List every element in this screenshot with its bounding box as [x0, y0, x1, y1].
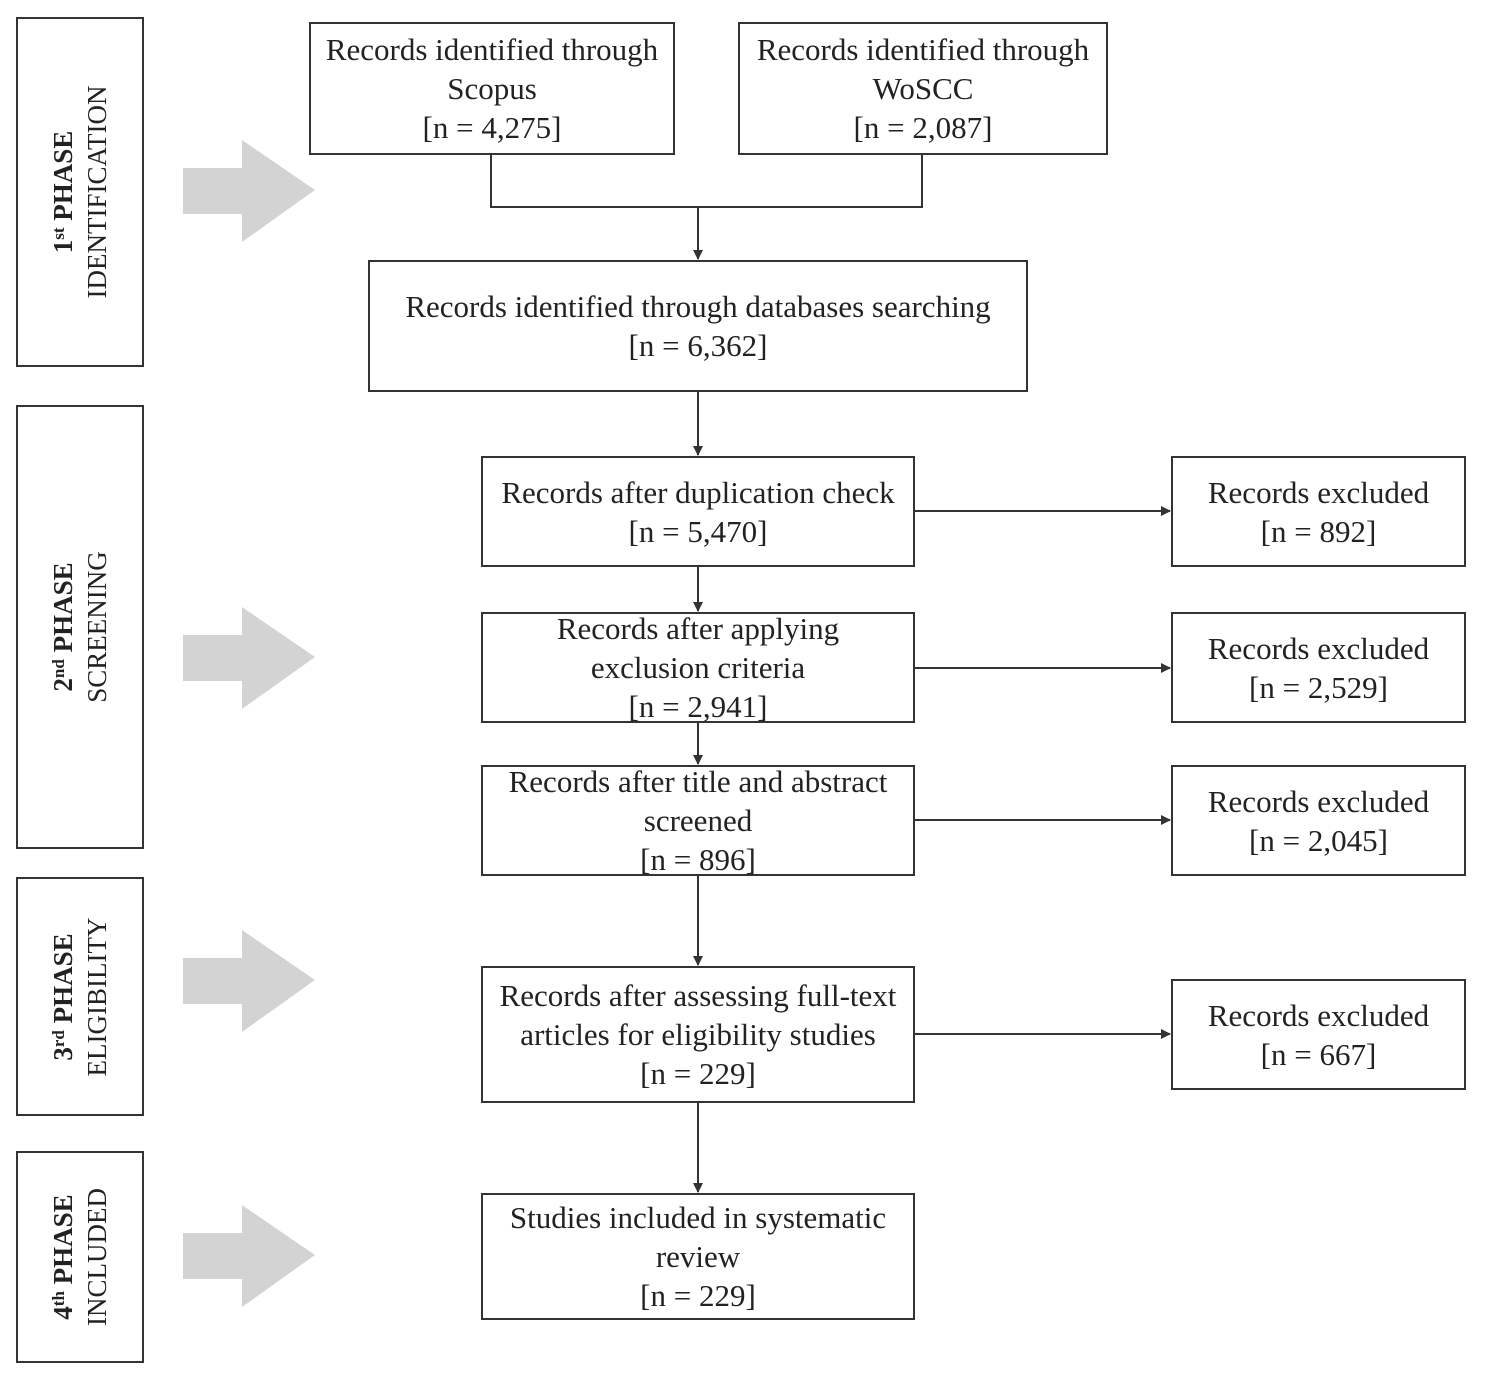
box-text-line: Records after applying	[556, 611, 840, 646]
box-text-line: Records after duplication check	[501, 474, 895, 510]
phase-2-name: SCREENING	[82, 551, 112, 703]
merge-connector	[490, 155, 923, 208]
phase-4-word: PHASE	[48, 1194, 78, 1285]
fulltext-box: Records after assessing full-text articl…	[481, 966, 915, 1103]
box-text-line: Records identified through	[325, 32, 659, 67]
woscc-box: Records identified through WoSCC [n = 2,…	[738, 22, 1108, 155]
box-text-line: exclusion criteria	[590, 650, 806, 685]
box-count: [n = 2,941]	[628, 689, 768, 724]
box-text-line: articles for eligibility studies	[520, 1017, 876, 1052]
phase-2-ordinal: nd	[49, 659, 68, 679]
box-count: [n = 2,087]	[853, 110, 993, 145]
box-text-line: Records identified through databases sea…	[405, 289, 991, 324]
phase-3-number: 3	[48, 1046, 78, 1061]
box-text-line: WoSCC	[872, 71, 974, 106]
phase-2-word: PHASE	[48, 562, 78, 653]
box-text-line: Studies included in systematic	[509, 1200, 887, 1235]
phase-4-ordinal: th	[49, 1291, 68, 1307]
phase-3-name: ELIGIBILITY	[82, 917, 112, 1076]
box-text-line: Records identified through	[756, 32, 1090, 67]
box-count: [n = 6,362]	[628, 328, 768, 363]
box-count: [n = 896]	[640, 842, 756, 877]
included-box: Studies included in systematic review [n…	[481, 1193, 915, 1320]
phase-1-word: PHASE	[48, 130, 78, 221]
box-count: [n = 892]	[1260, 513, 1377, 549]
box-count: [n = 2,529]	[1249, 669, 1388, 705]
box-count: [n = 229]	[640, 1278, 756, 1313]
box-text-line: Records after title and abstract	[508, 764, 888, 799]
phase-3-word: PHASE	[48, 932, 78, 1023]
excluded-box-2: Records excluded [n = 2,529]	[1171, 612, 1466, 723]
phase-4-number: 4	[48, 1306, 78, 1320]
databases-box: Records identified through databases sea…	[368, 260, 1028, 392]
excluded-box-3: Records excluded [n = 2,045]	[1171, 765, 1466, 876]
phase-1-number: 1	[48, 239, 78, 254]
phase-arrow-1	[183, 140, 315, 242]
phase-arrow-4	[183, 1205, 315, 1307]
box-text-line: Records after assessing full-text	[499, 978, 897, 1013]
phase-4-name: INCLUDED	[82, 1188, 112, 1326]
scopus-box: Records identified through Scopus [n = 4…	[309, 22, 675, 155]
box-count: [n = 5,470]	[628, 513, 768, 549]
box-count: [n = 667]	[1260, 1036, 1377, 1072]
phase-1-ordinal: st	[49, 227, 68, 240]
box-text-line: Records excluded	[1207, 997, 1430, 1033]
phase-arrow-3	[183, 930, 315, 1032]
phase-2-box: 2nd PHASE SCREENING	[16, 405, 144, 849]
box-text-line: Records excluded	[1207, 630, 1430, 666]
exclusion-criteria-box: Records after applying exclusion criteri…	[481, 611, 915, 724]
box-text-line: Records excluded	[1207, 783, 1430, 819]
phase-4-box: 4th PHASE INCLUDED	[16, 1151, 144, 1363]
phase-3-ordinal: rd	[49, 1029, 68, 1047]
box-text-line: screened	[643, 803, 753, 838]
phase-arrow-2	[183, 607, 315, 709]
box-count: [n = 4,275]	[422, 110, 562, 145]
box-text-line: Scopus	[447, 71, 537, 106]
phase-3-box: 3rd PHASE ELIGIBILITY	[16, 877, 144, 1116]
phase-1-box: 1st PHASE IDENTIFICATION	[16, 17, 144, 367]
excluded-box-1: Records excluded [n = 892]	[1171, 456, 1466, 567]
box-count: [n = 229]	[640, 1056, 756, 1091]
box-text-line: review	[655, 1239, 741, 1274]
box-text-line: Records excluded	[1207, 474, 1430, 510]
excluded-box-4: Records excluded [n = 667]	[1171, 979, 1466, 1090]
phase-2-number: 2	[48, 678, 78, 692]
box-count: [n = 2,045]	[1249, 822, 1388, 858]
title-abstract-box: Records after title and abstract screene…	[481, 764, 915, 877]
phase-1-name: IDENTIFICATION	[82, 85, 112, 299]
duplication-box: Records after duplication check [n = 5,4…	[481, 456, 915, 567]
